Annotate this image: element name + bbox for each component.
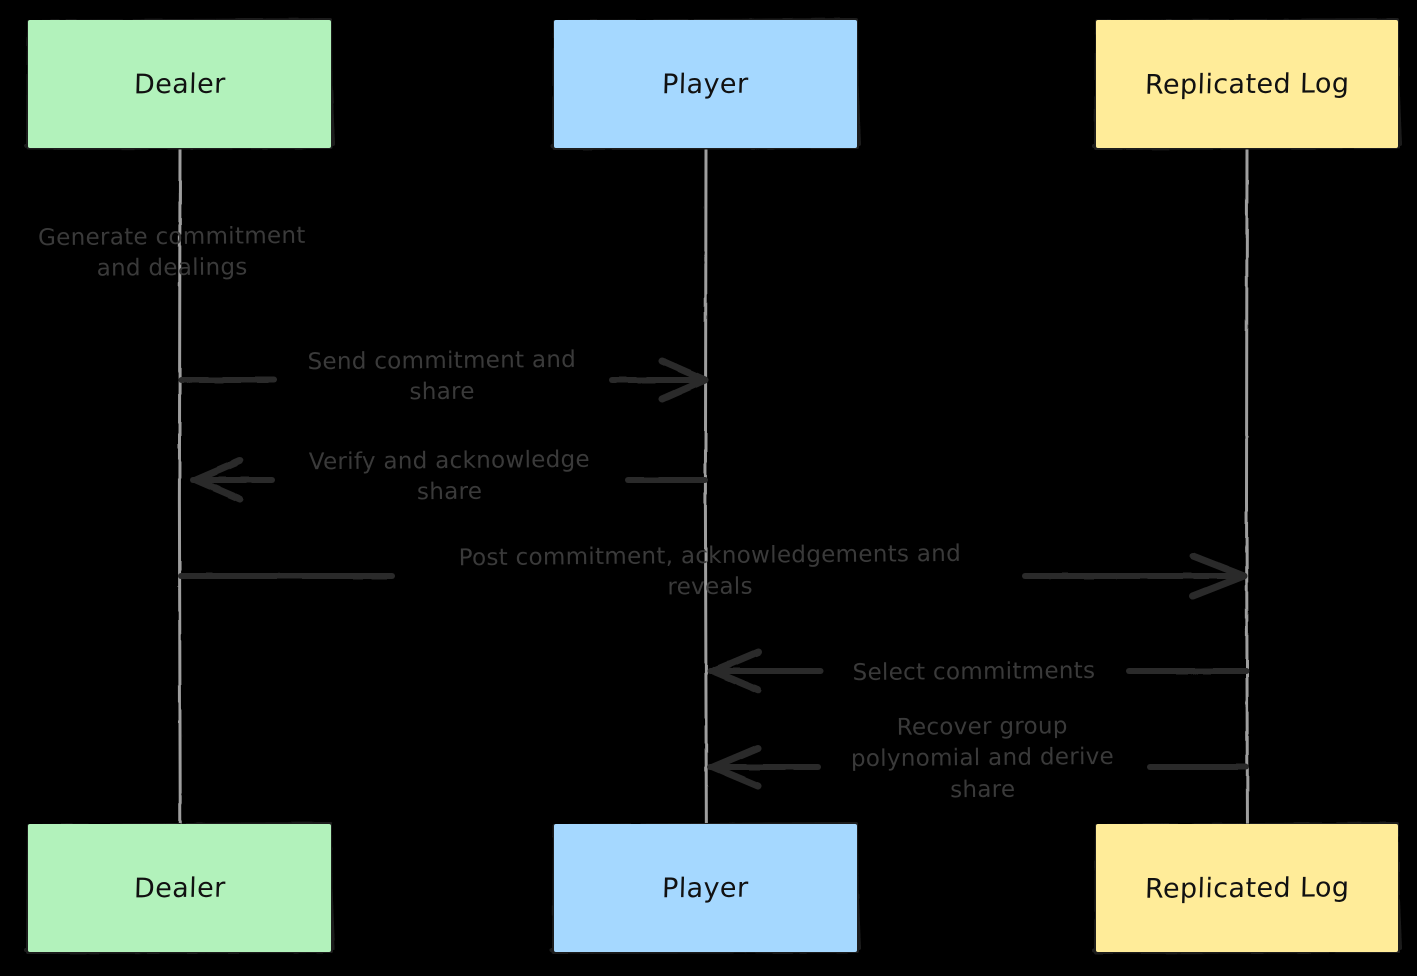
- participant-label-player-bottom: Player: [661, 872, 750, 904]
- participant-dealer-bottom[interactable]: Dealer: [28, 824, 331, 952]
- lifelines: [177, 148, 1249, 840]
- participant-player-top[interactable]: Player: [554, 20, 857, 148]
- participant-label-dealer-bottom: Dealer: [133, 872, 226, 904]
- arrow-send-commitment-and-share: [178, 357, 709, 403]
- participant-dealer-top[interactable]: Dealer: [28, 20, 331, 148]
- message-row-select-commitments[interactable]: [710, 652, 1250, 694]
- message-arrows: [178, 357, 1249, 790]
- participant-label-player: Player: [661, 68, 750, 100]
- message-row-generate-commitment-and-dealings[interactable]: [12, 218, 342, 290]
- participant-label-replicated-log: Replicated Log: [1144, 67, 1350, 101]
- arrow-select-commitments: [707, 648, 1249, 694]
- participant-label-dealer: Dealer: [133, 68, 226, 100]
- message-row-recover-group-polynomial-and-derive-share[interactable]: [710, 708, 1250, 816]
- participant-log-top[interactable]: Replicated Log: [1096, 20, 1398, 148]
- message-row-post-commitment-acknowledgements-and-reveals[interactable]: [180, 539, 1250, 611]
- message-row-send-commitment-and-share[interactable]: [180, 344, 710, 416]
- arrow-recover-group-polynomial-and-derive-share: [707, 744, 1249, 790]
- message-row-verify-and-acknowledge-share[interactable]: [180, 444, 710, 516]
- arrow-post-commitment-acknowledgements-and-reveals: [178, 552, 1248, 600]
- participant-player-bottom[interactable]: Player: [554, 824, 857, 952]
- arrow-verify-and-acknowledge-share: [190, 457, 708, 503]
- participant-log-bottom[interactable]: Replicated Log: [1096, 824, 1398, 952]
- participant-label-replicated-log-bottom: Replicated Log: [1144, 871, 1350, 905]
